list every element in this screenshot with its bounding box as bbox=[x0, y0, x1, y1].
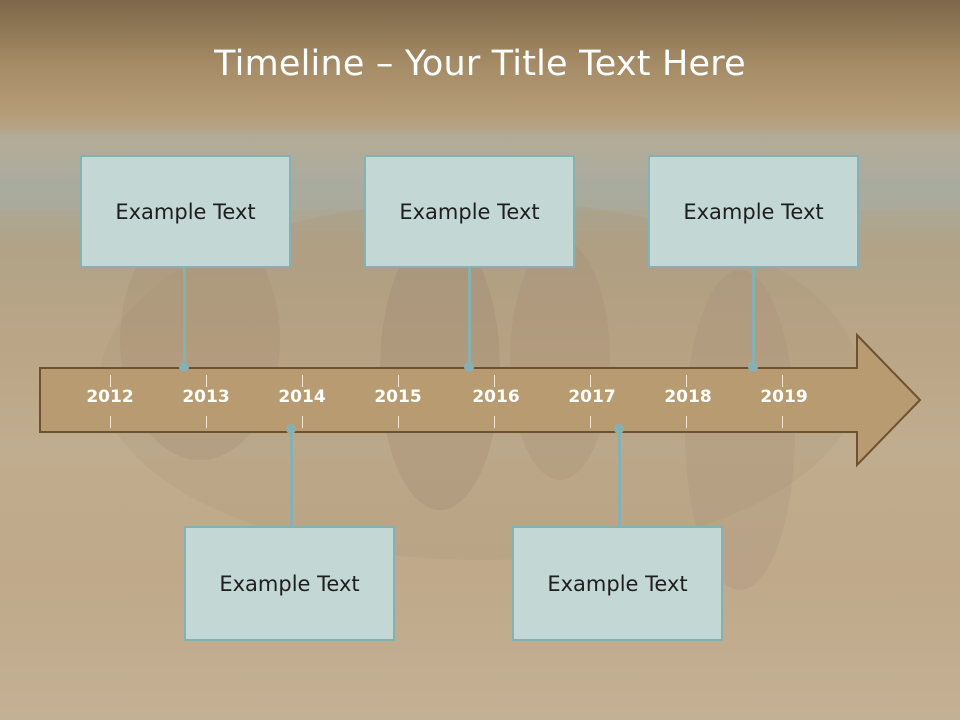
event-marker bbox=[748, 362, 758, 372]
event-connector bbox=[183, 268, 186, 366]
timeline-arrow-shape bbox=[39, 332, 922, 468]
year-tick bbox=[494, 375, 495, 387]
year-tick bbox=[398, 375, 399, 387]
event-text-box[interactable]: Example Text bbox=[364, 155, 575, 268]
year-tick bbox=[110, 416, 111, 428]
event-connector bbox=[618, 432, 621, 527]
year-label-2015: 2015 bbox=[374, 387, 422, 407]
event-text-box[interactable]: Example Text bbox=[184, 526, 395, 641]
year-label-2019: 2019 bbox=[760, 387, 808, 407]
event-connector bbox=[468, 268, 471, 366]
event-marker bbox=[464, 362, 474, 372]
year-tick bbox=[686, 375, 687, 387]
year-tick bbox=[206, 416, 207, 428]
event-text-box[interactable]: Example Text bbox=[648, 155, 859, 268]
year-label-2016: 2016 bbox=[472, 387, 520, 407]
year-tick bbox=[782, 375, 783, 387]
event-text-box[interactable]: Example Text bbox=[80, 155, 291, 268]
year-label-2014: 2014 bbox=[278, 387, 326, 407]
year-tick bbox=[206, 375, 207, 387]
year-tick bbox=[302, 375, 303, 387]
event-marker bbox=[614, 424, 624, 434]
year-label-2012: 2012 bbox=[86, 387, 134, 407]
year-tick bbox=[302, 416, 303, 428]
event-text-box[interactable]: Example Text bbox=[512, 526, 723, 641]
year-tick bbox=[782, 416, 783, 428]
year-tick bbox=[110, 375, 111, 387]
slide-title: Timeline – Your Title Text Here bbox=[214, 44, 746, 84]
event-marker bbox=[179, 362, 189, 372]
year-label-2018: 2018 bbox=[664, 387, 712, 407]
year-label-2017: 2017 bbox=[568, 387, 616, 407]
year-tick bbox=[590, 375, 591, 387]
year-tick bbox=[398, 416, 399, 428]
year-label-2013: 2013 bbox=[182, 387, 230, 407]
event-connector bbox=[290, 432, 293, 527]
year-tick bbox=[494, 416, 495, 428]
event-marker bbox=[286, 424, 296, 434]
year-tick bbox=[590, 416, 591, 428]
event-connector bbox=[752, 268, 755, 366]
year-tick bbox=[686, 416, 687, 428]
